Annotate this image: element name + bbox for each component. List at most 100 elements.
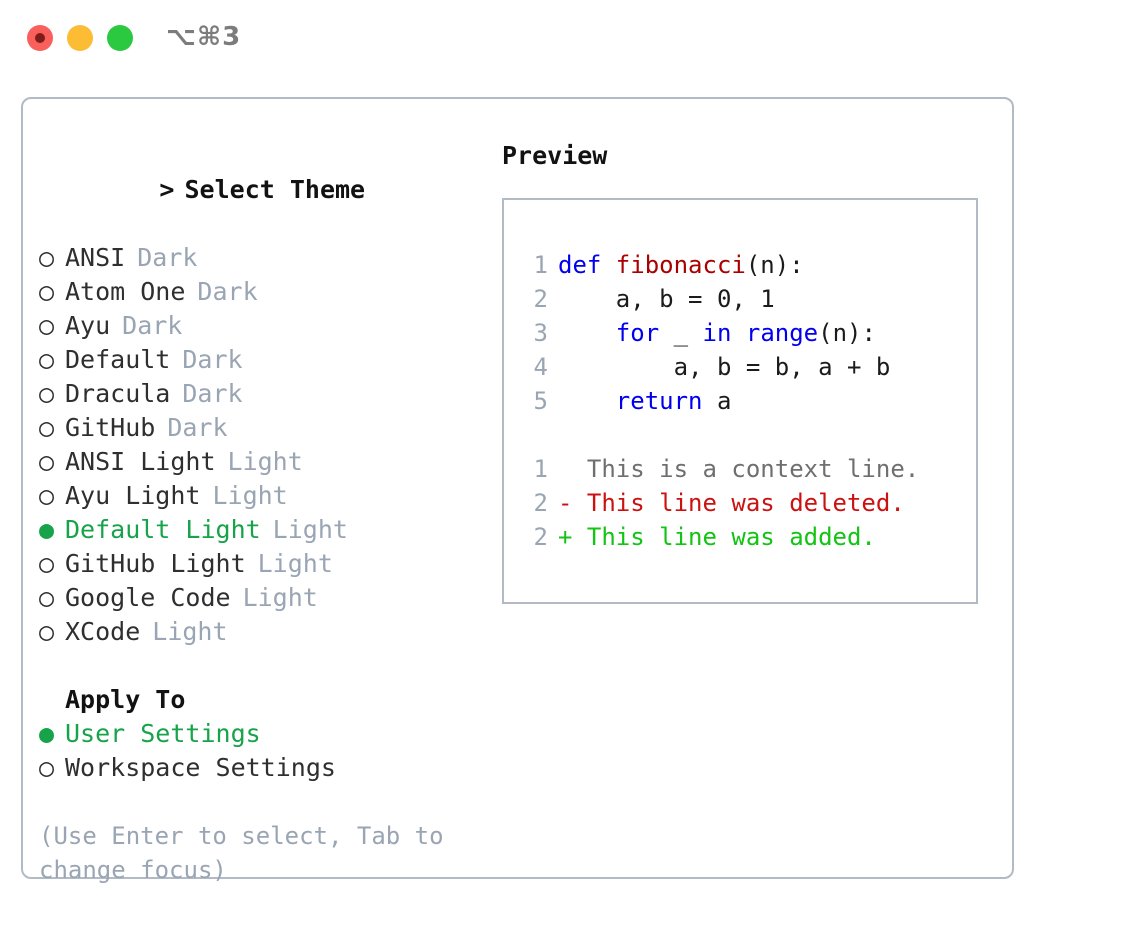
- line-content: def fibonacci(n):: [548, 248, 804, 282]
- token-plain: a, b = 0, 1: [558, 285, 775, 313]
- theme-option-xcode[interactable]: ○ XCode Light: [39, 615, 479, 649]
- radio-unselected-icon: ○: [39, 311, 55, 340]
- radio-unselected-icon: ○: [39, 583, 55, 612]
- token-kw: return: [615, 387, 703, 415]
- apply-to-list: ● User Settings ○Workspace Settings: [39, 717, 479, 785]
- theme-option-atom-one[interactable]: ○ Atom One Dark: [39, 275, 479, 309]
- line-number: 5: [533, 387, 548, 415]
- theme-option-label: Google Code: [65, 583, 231, 612]
- maximize-button[interactable]: [107, 25, 133, 51]
- token-plain: [558, 387, 616, 415]
- theme-option-kind: Dark: [197, 277, 258, 306]
- theme-option-ayu[interactable]: ○ Ayu Dark: [39, 309, 479, 343]
- theme-option-label: XCode: [65, 617, 141, 646]
- theme-option-label: Default Light: [65, 515, 261, 544]
- line-content: + This line was added.: [548, 520, 876, 554]
- theme-option-github-light[interactable]: ○ GitHub Light Light: [39, 547, 479, 581]
- apply-to-heading-label: Apply To: [65, 685, 186, 714]
- theme-option-kind: Dark: [122, 311, 183, 340]
- line-content: a, b = 0, 1: [548, 282, 775, 316]
- token-plain: (n):: [818, 319, 876, 347]
- keyboard-shortcut-label: ⌥⌘3: [166, 22, 242, 52]
- radio-selected-icon: ●: [39, 719, 55, 748]
- theme-option-kind: Dark: [167, 413, 228, 442]
- diff-line: 2+ This line was added.: [504, 520, 976, 554]
- theme-option-label: GitHub Light: [65, 549, 246, 578]
- theme-option-kind: Light: [227, 447, 303, 476]
- prompt-caret-icon: >: [159, 175, 175, 204]
- radio-unselected-icon: ○: [39, 243, 55, 272]
- token-plain: _: [659, 319, 703, 347]
- theme-option-ansi-light[interactable]: ○ ANSI Light Light: [39, 445, 479, 479]
- line-number: 2: [533, 523, 548, 551]
- theme-option-kind: Light: [272, 515, 348, 544]
- line-number: 4: [533, 353, 548, 381]
- radio-unselected-icon: ○: [39, 617, 55, 646]
- token-plain: a: [702, 387, 732, 415]
- apply-to-option-user-settings[interactable]: ● User Settings: [39, 717, 479, 751]
- line-content: for _ in range(n):: [548, 316, 876, 350]
- line-content: return a: [548, 384, 732, 418]
- theme-option-label: Ayu: [65, 311, 111, 340]
- code-line: 2 a, b = 0, 1: [504, 282, 976, 316]
- radio-unselected-icon: ○: [39, 379, 55, 408]
- theme-option-google-code[interactable]: ○ Google Code Light: [39, 581, 479, 615]
- line-content: This is a context line.: [548, 452, 919, 486]
- token-fn: fibonacci: [615, 251, 746, 279]
- token-del: - This line was deleted.: [558, 489, 905, 517]
- close-button[interactable]: [27, 25, 53, 51]
- radio-unselected-icon: ○: [39, 447, 55, 476]
- apply-to-option-label: Workspace Settings: [65, 753, 336, 782]
- apply-to-option-label: User Settings: [65, 719, 261, 748]
- theme-option-ansi[interactable]: ○ ANSI Dark: [39, 241, 479, 275]
- theme-option-label: Atom One: [65, 277, 186, 306]
- token-kw: range: [745, 319, 819, 347]
- radio-unselected-icon: ○: [39, 345, 55, 374]
- apply-to-option-workspace-settings[interactable]: ○Workspace Settings: [39, 751, 479, 785]
- line-number: 3: [533, 319, 548, 347]
- minimize-button[interactable]: [67, 25, 93, 51]
- theme-option-kind: Dark: [137, 243, 198, 272]
- token-plain: (n):: [745, 251, 804, 279]
- line-number: 2: [533, 489, 548, 517]
- radio-unselected-icon: ○: [39, 549, 55, 578]
- theme-option-label: Ayu Light: [65, 481, 201, 510]
- code-line: 5 return a: [504, 384, 976, 418]
- token-plain: [558, 319, 616, 347]
- theme-option-default-light[interactable]: ● Default Light Light: [39, 513, 479, 547]
- theme-option-kind: Dark: [182, 379, 243, 408]
- radio-selected-icon: ●: [39, 515, 55, 544]
- token-ctx: This is a context line.: [558, 455, 920, 483]
- list-spacer: [39, 649, 479, 683]
- theme-option-label: ANSI: [65, 243, 126, 272]
- token-plain: [731, 319, 745, 347]
- theme-option-kind: Light: [257, 549, 333, 578]
- theme-option-kind: Light: [242, 583, 318, 612]
- page-title-label: Select Theme: [184, 175, 366, 204]
- line-number: 1: [533, 455, 548, 483]
- theme-option-kind: Light: [152, 617, 228, 646]
- code-blank-line: [504, 418, 976, 452]
- apply-to-marker-placeholder: ○: [39, 683, 65, 717]
- apply-to-heading: ○Apply To: [39, 683, 479, 717]
- code-line: 4 a, b = b, a + b: [504, 350, 976, 384]
- token-kw: def: [558, 251, 616, 279]
- line-content: a, b = b, a + b: [548, 350, 891, 384]
- radio-unselected-icon: ○: [39, 413, 55, 442]
- line-number: 1: [533, 251, 548, 279]
- window-controls: [27, 25, 133, 51]
- theme-option-label: ANSI Light: [65, 447, 216, 476]
- theme-option-label: Default: [65, 345, 171, 374]
- radio-unselected-icon: ○: [39, 277, 55, 306]
- diff-line: 1 This is a context line.: [504, 452, 976, 486]
